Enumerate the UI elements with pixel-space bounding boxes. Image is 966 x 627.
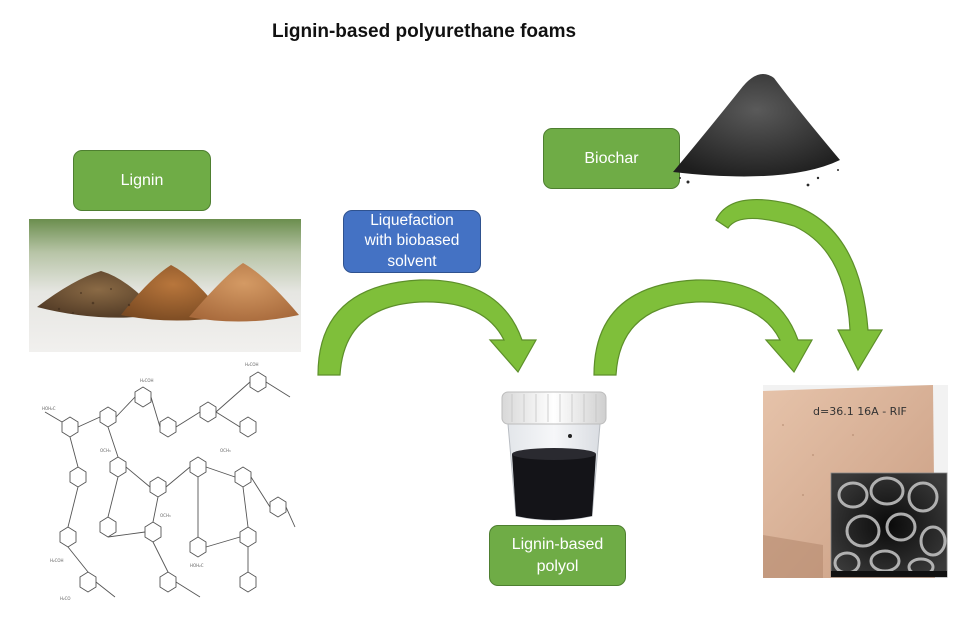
arrow-polyol-to-foam — [593, 279, 814, 376]
sem-micrograph-inset — [830, 472, 948, 578]
arrow-lignin-to-polyol — [317, 279, 538, 376]
biochar-label: Biochar — [543, 128, 680, 189]
arrow-biochar-to-foam — [715, 198, 884, 372]
foam-block-photo: d=36.1 16A - RIF — [763, 385, 948, 578]
svg-text:H₂CO: H₂CO — [60, 596, 71, 601]
biochar-powder-photo — [673, 74, 840, 187]
svg-text:HOH₂C: HOH₂C — [42, 406, 56, 411]
biochar-label-text: Biochar — [584, 149, 639, 167]
svg-text:H₂COH: H₂COH — [50, 558, 64, 563]
diagram-title: Lignin-based polyurethane foams — [272, 21, 577, 42]
foam-block-marking: d=36.1 16A - RIF — [813, 405, 907, 418]
svg-text:HOH₂C: HOH₂C — [190, 563, 204, 568]
liquefaction-label: Liquefaction with biobased solvent — [343, 210, 481, 273]
lignin-powder-photo — [29, 219, 301, 352]
lignin-structure-diagram: HOH₂C H₂COH H₂COH OCH₃ OCH₃ OCH₃ H₂COH HOH₂C H… — [42, 362, 296, 601]
polyol-label-text: Lignin-based polyol — [511, 535, 604, 575]
polyol-jar-photo — [501, 391, 607, 521]
lignin-label: Lignin — [73, 150, 211, 211]
polyol-label: Lignin-based polyol — [489, 525, 626, 586]
svg-text:OCH₃: OCH₃ — [160, 513, 171, 518]
svg-text:OCH₃: OCH₃ — [220, 448, 231, 453]
svg-text:H₂COH: H₂COH — [140, 378, 154, 383]
svg-text:OCH₃: OCH₃ — [100, 448, 111, 453]
lignin-label-text: Lignin — [120, 171, 164, 189]
svg-text:H₂COH: H₂COH — [245, 362, 259, 367]
liquefaction-label-text: Liquefaction with biobased solvent — [364, 212, 460, 270]
